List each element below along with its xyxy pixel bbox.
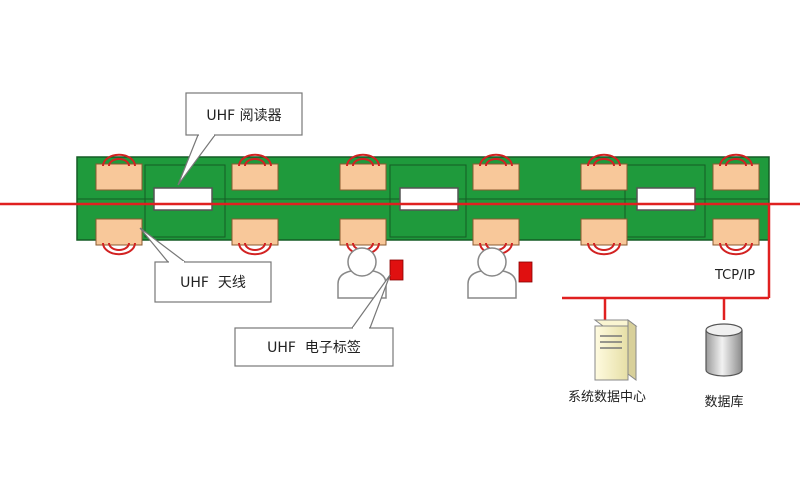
database-label: 数据库 [704, 394, 743, 410]
tag-label: UHF 电子标签 [267, 339, 361, 356]
antenna-icon [712, 218, 760, 256]
antenna-group [95, 153, 760, 256]
server-icon [593, 319, 638, 381]
reader-device-icon [399, 187, 459, 211]
person-icon [467, 247, 517, 299]
reader-device-icon [153, 187, 213, 211]
person-icon [337, 247, 387, 299]
antenna-icon [580, 153, 628, 191]
reader-label: UHF 阅读器 [206, 107, 281, 124]
tag-callout: UHF 电子标签 [234, 274, 394, 367]
antenna-label: UHF 天线 [180, 275, 246, 291]
network-lines [562, 204, 771, 320]
antenna-icon [580, 218, 628, 256]
antenna-callout: UHF 天线 [139, 227, 272, 303]
rfid-tag-icon [389, 259, 404, 281]
antenna-icon [339, 153, 387, 191]
server-label: 系统数据中心 [568, 390, 646, 405]
rfid-tag-icon [518, 261, 533, 283]
reader-callout: UHF 阅读器 [177, 92, 303, 186]
antenna-icon [472, 153, 520, 191]
antenna-icon [95, 218, 143, 256]
network-label: TCP/IP [714, 268, 755, 283]
antenna-icon [231, 153, 279, 191]
database-icon [705, 323, 743, 377]
antenna-icon [231, 218, 279, 256]
reader-device-icon [636, 187, 696, 211]
antenna-icon [712, 153, 760, 191]
antenna-icon [95, 153, 143, 191]
